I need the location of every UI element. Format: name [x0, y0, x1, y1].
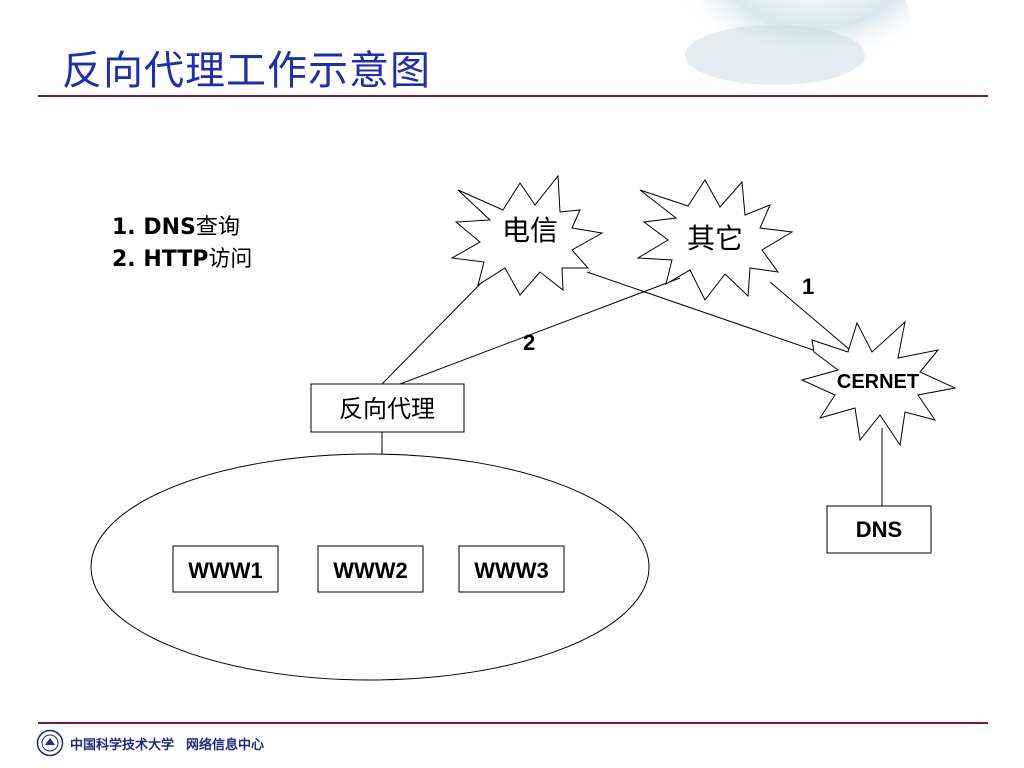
- flow-label-http: 2: [523, 330, 535, 355]
- footer-divider: [38, 722, 988, 724]
- flow-label-dns: 1: [802, 274, 814, 299]
- dns-box-label: DNS: [856, 517, 902, 542]
- globe-decoration: [670, 0, 910, 95]
- footer-org: 中国科学技术大学: [70, 737, 175, 753]
- legend: 1. DNS查询 2. HTTP访问: [112, 212, 252, 276]
- link-other-cernet: [769, 281, 857, 356]
- title-divider: [38, 95, 988, 97]
- footer-dept: 网络信息中心: [186, 737, 265, 753]
- legend-item-dns-text: 查询: [195, 215, 240, 240]
- footer: 中国科学技术大学 网络信息中心: [36, 728, 264, 758]
- link-proxy-telecom: [381, 276, 488, 385]
- cloud-cernet-label: CERNET: [837, 371, 919, 393]
- server-box-3: [458, 545, 565, 593]
- server-box-1: [172, 545, 279, 593]
- cloud-cernet-shape: [800, 320, 957, 447]
- legend-item-http: 2. HTTP访问: [112, 244, 252, 276]
- legend-item-dns: 1. DNS查询: [112, 212, 252, 244]
- dns-box: [826, 505, 932, 554]
- link-telecom-cernet: [586, 271, 849, 363]
- reverse-proxy-label: 反向代理: [339, 395, 435, 423]
- server-label-2: WWW2: [333, 558, 408, 583]
- page-title: 反向代理工作示意图: [62, 48, 431, 94]
- reverse-proxy-box: [310, 383, 465, 433]
- link-proxy-other: [399, 277, 681, 385]
- cloud-other-label: 其它: [687, 222, 743, 255]
- server-label-1: WWW1: [188, 558, 263, 583]
- cloud-other-shape: [636, 179, 794, 301]
- legend-item-http-text: 访问: [208, 247, 253, 272]
- legend-item-http-label: 2. HTTP: [112, 247, 209, 272]
- server-box-2: [317, 545, 424, 593]
- server-label-3: WWW3: [474, 558, 549, 583]
- cloud-telecom-label: 电信: [502, 214, 558, 247]
- cloud-telecom-shape: [450, 174, 604, 296]
- university-seal-icon: [36, 729, 64, 757]
- legend-item-dns-label: 1. DNS: [112, 215, 196, 240]
